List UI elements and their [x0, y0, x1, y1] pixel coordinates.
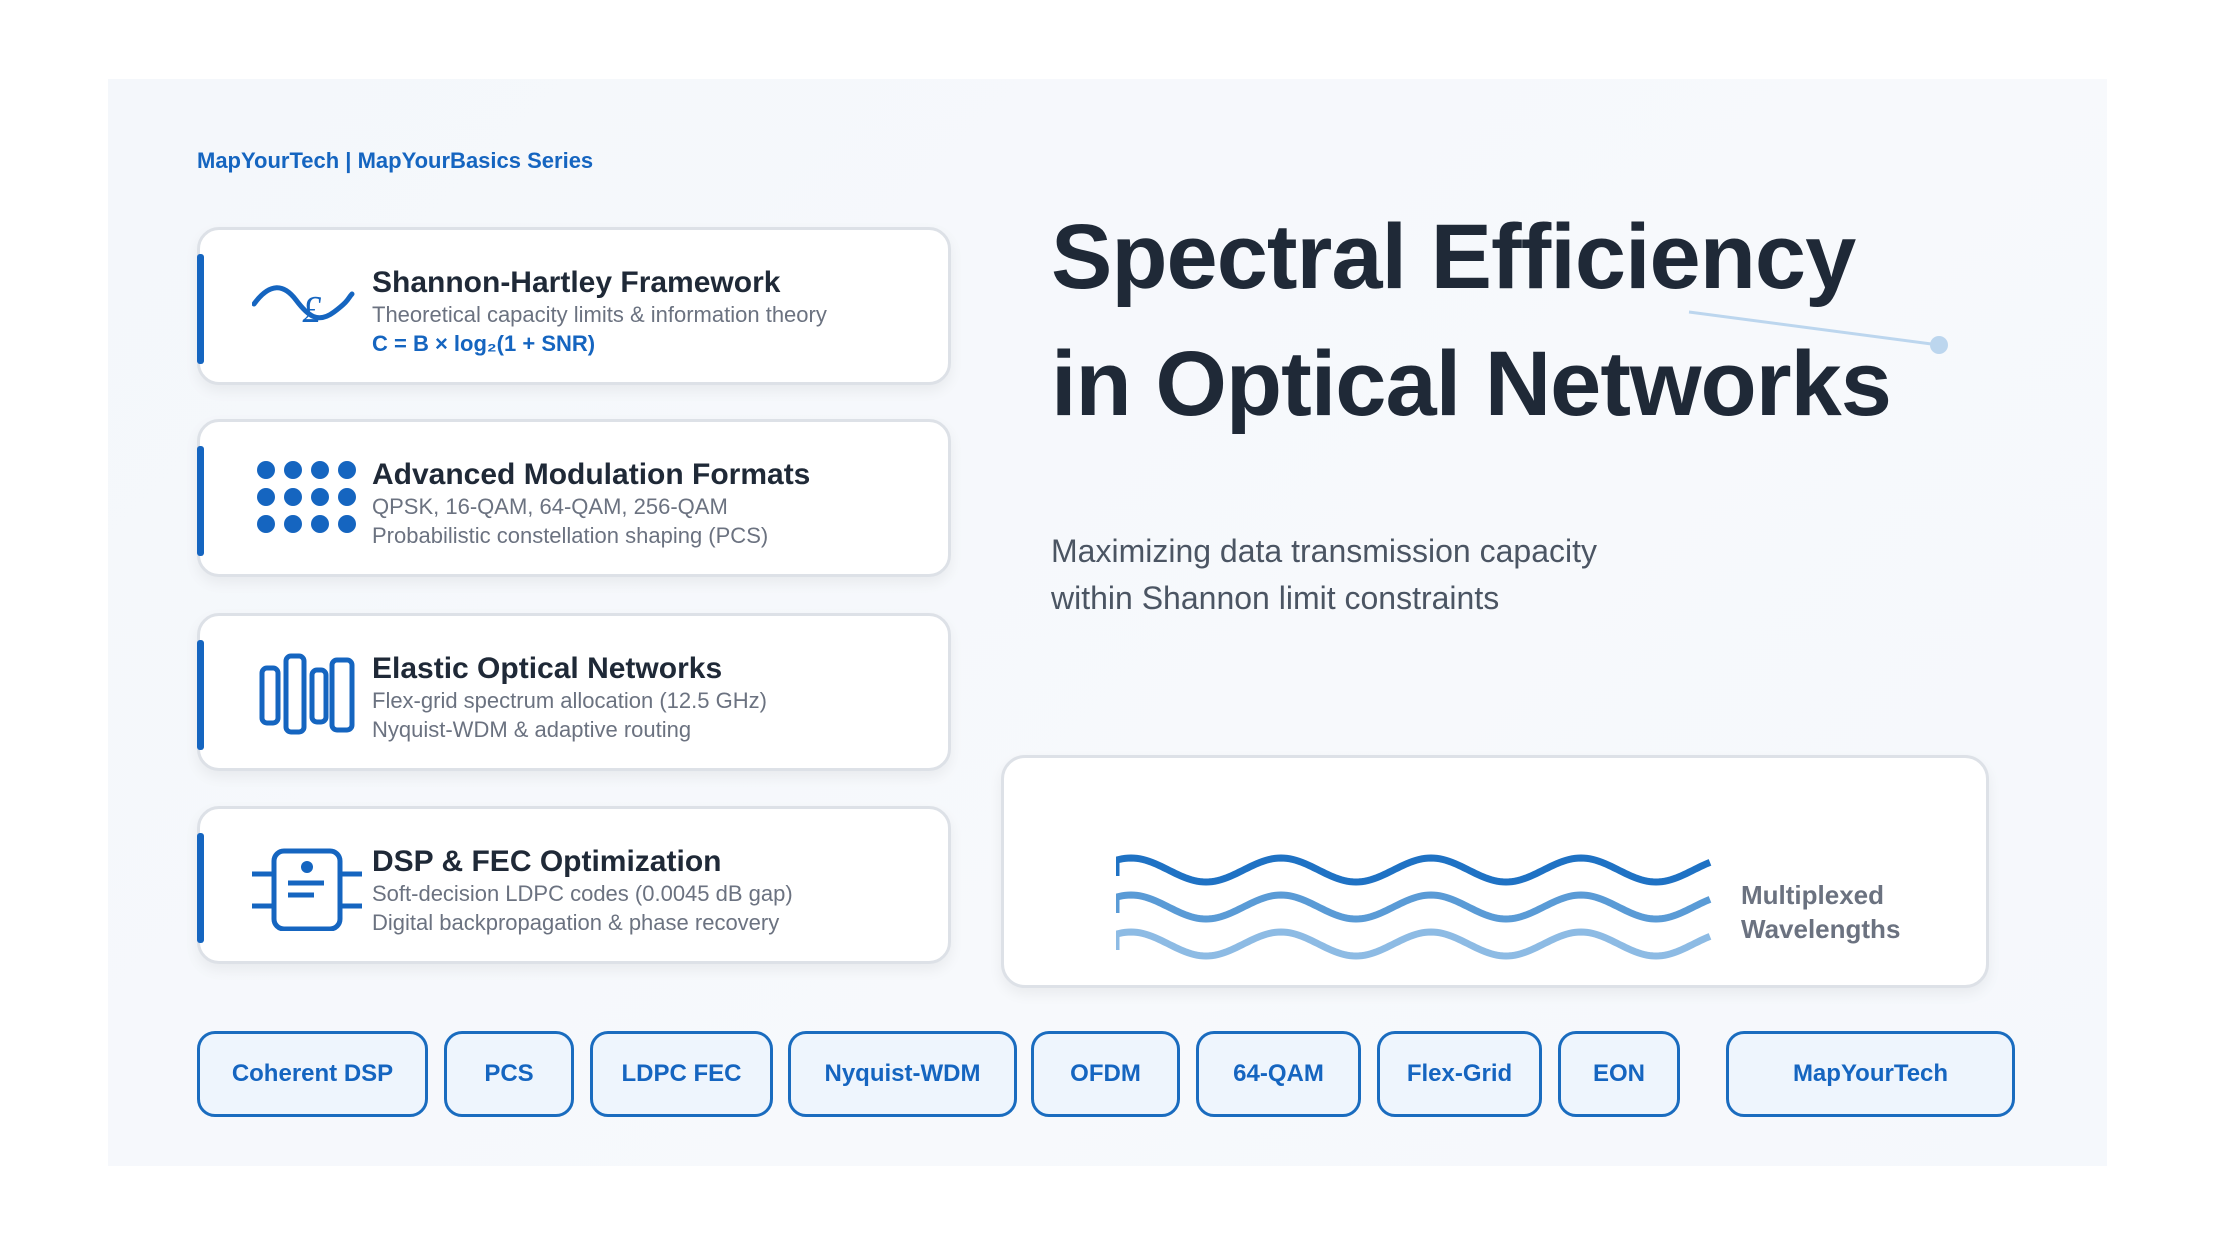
- tag-ldpc-fec[interactable]: LDPC FEC: [590, 1031, 773, 1117]
- tag-eon[interactable]: EON: [1558, 1031, 1680, 1117]
- wavelength-wave: [1116, 854, 1712, 886]
- wavelength-label: Multiplexed Wavelengths: [1741, 878, 1900, 946]
- subtitle-line: within Shannon limit constraints: [1051, 580, 1500, 616]
- constellation-dot: [311, 488, 329, 506]
- spectrum-slots-icon: [259, 653, 355, 735]
- card-description: Theoretical capacity limits & informatio…: [372, 302, 827, 327]
- wave-signal-icon: £: [252, 285, 355, 331]
- shannon-formula: C = B × log₂(1 + SNR): [372, 331, 596, 356]
- constellation-dot: [284, 515, 302, 533]
- decorative-line: [1688, 310, 1948, 354]
- card-title: Advanced Modulation Formats: [372, 458, 811, 491]
- card-description: Nyquist-WDM & adaptive routing: [372, 717, 692, 742]
- constellation-dot: [338, 461, 356, 479]
- tag-pcs[interactable]: PCS: [444, 1031, 574, 1117]
- svg-text:£: £: [302, 289, 322, 331]
- accent-bar: [197, 833, 204, 943]
- constellation-grid-icon: [257, 461, 356, 533]
- accent-bar: [197, 254, 204, 364]
- constellation-dot: [338, 515, 356, 533]
- card-title: Shannon-Hartley Framework: [372, 266, 781, 299]
- tag-nyquist-wdm[interactable]: Nyquist-WDM: [788, 1031, 1017, 1117]
- card-title: DSP & FEC Optimization: [372, 845, 722, 878]
- card-description: Soft-decision LDPC codes (0.0045 dB gap): [372, 881, 793, 906]
- label-line: Multiplexed: [1741, 880, 1885, 910]
- constellation-dot: [257, 488, 275, 506]
- constellation-dot: [257, 515, 275, 533]
- constellation-dot: [284, 488, 302, 506]
- hero-title-line1: Spectral Efficiency: [1051, 206, 1856, 308]
- subtitle-line: Maximizing data transmission capacity: [1051, 533, 1597, 569]
- tag-mapyourtech[interactable]: MapYourTech: [1726, 1031, 2015, 1117]
- constellation-dot: [311, 461, 329, 479]
- card-elastic-optical-networks: Elastic Optical Networks Flex-grid spect…: [197, 613, 951, 771]
- label-line: Wavelengths: [1741, 914, 1901, 944]
- tag-ofdm[interactable]: OFDM: [1031, 1031, 1180, 1117]
- hero-subtitle: Maximizing data transmission capacity wi…: [1051, 528, 1597, 622]
- card-dsp-fec: DSP & FEC Optimization Soft-decision LDP…: [197, 806, 951, 964]
- card-description: Digital backpropagation & phase recovery: [372, 910, 780, 935]
- chip-icon: [252, 848, 362, 931]
- wavelength-waves-icon: [1116, 854, 1712, 960]
- card-title: Elastic Optical Networks: [372, 652, 723, 685]
- constellation-dot: [284, 461, 302, 479]
- card-modulation-formats: Advanced Modulation Formats QPSK, 16-QAM…: [197, 419, 951, 577]
- tag-flex-grid[interactable]: Flex-Grid: [1377, 1031, 1542, 1117]
- wavelength-wave: [1116, 891, 1712, 923]
- card-description: Flex-grid spectrum allocation (12.5 GHz): [372, 688, 767, 713]
- card-shannon-hartley: £ Shannon-Hartley Framework Theoretical …: [197, 227, 951, 385]
- constellation-dot: [311, 515, 329, 533]
- constellation-dot: [338, 488, 356, 506]
- tag-64-qam[interactable]: 64-QAM: [1196, 1031, 1361, 1117]
- card-description: Probabilistic constellation shaping (PCS…: [372, 523, 769, 548]
- wavelength-panel: Multiplexed Wavelengths: [1001, 755, 1989, 988]
- tag-coherent-dsp[interactable]: Coherent DSP: [197, 1031, 428, 1117]
- card-description: QPSK, 16-QAM, 64-QAM, 256-QAM: [372, 494, 728, 519]
- accent-bar: [197, 640, 204, 750]
- series-header: MapYourTech | MapYourBasics Series: [197, 148, 594, 173]
- constellation-dot: [257, 461, 275, 479]
- wavelength-wave: [1116, 928, 1712, 960]
- accent-bar: [197, 446, 204, 556]
- hero-title-line2: in Optical Networks: [1051, 333, 1892, 435]
